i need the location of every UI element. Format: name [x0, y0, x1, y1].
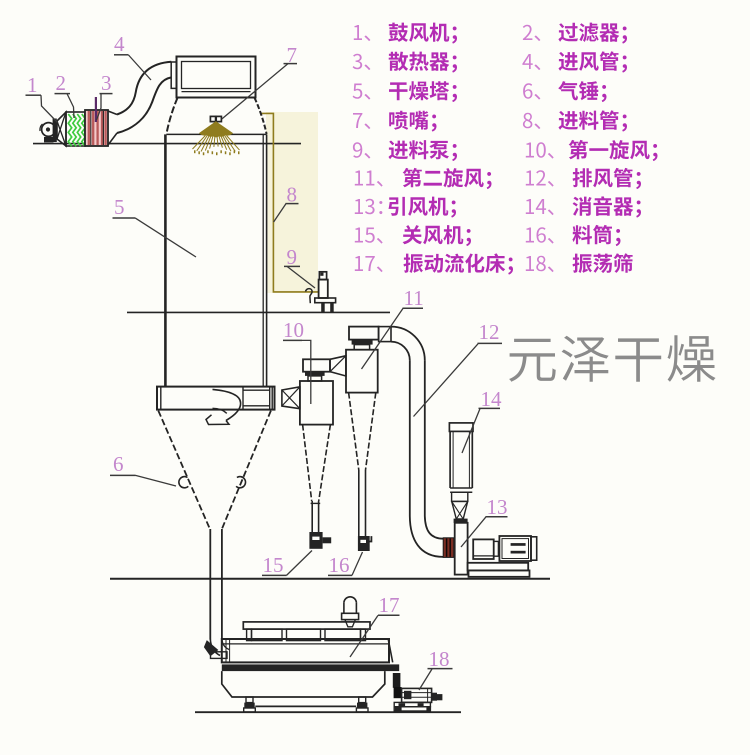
- svg-text:5: 5: [114, 195, 125, 219]
- svg-text:1: 1: [27, 73, 38, 97]
- svg-text:17: 17: [379, 593, 400, 617]
- svg-text:9: 9: [287, 245, 298, 269]
- svg-text:6: 6: [113, 452, 124, 476]
- svg-text:13: 13: [487, 495, 508, 519]
- svg-text:4: 4: [114, 32, 125, 56]
- svg-text:14: 14: [481, 387, 503, 411]
- svg-text:18: 18: [429, 647, 450, 671]
- svg-text:10: 10: [283, 318, 304, 342]
- svg-text:11: 11: [404, 286, 424, 310]
- svg-text:2: 2: [56, 71, 67, 95]
- svg-text:16: 16: [329, 553, 350, 577]
- svg-text:12: 12: [479, 320, 500, 344]
- svg-text:15: 15: [263, 553, 284, 577]
- svg-text:7: 7: [287, 43, 298, 67]
- svg-text:8: 8: [287, 183, 298, 207]
- svg-text:3: 3: [101, 71, 112, 95]
